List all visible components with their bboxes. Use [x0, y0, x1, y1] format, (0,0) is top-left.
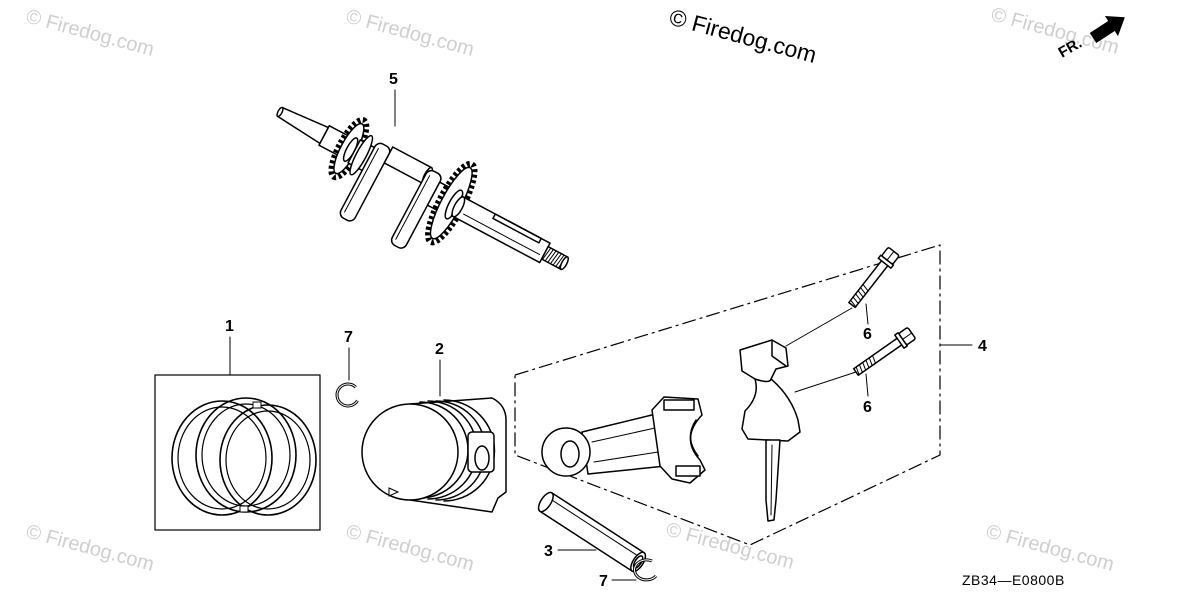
watermark: © Firedog.com [24, 521, 157, 576]
pin-bore [474, 445, 490, 471]
piston-ring [171, 400, 273, 516]
rod-small-end-bore [560, 440, 580, 468]
ring-gap [252, 401, 262, 409]
assembly-guide-line [794, 371, 857, 393]
callout-5: 5 [389, 71, 398, 127]
callout-number: 7 [599, 573, 608, 590]
rod-bolt-boss [675, 465, 701, 477]
oil-dipper [765, 439, 781, 522]
copyright-label: © Firedog.com [667, 4, 820, 68]
callout-number: 6 [863, 326, 872, 343]
callout-number: 7 [344, 329, 353, 346]
piston-crown [361, 403, 459, 501]
keyway [492, 213, 542, 244]
connecting-rod-assembly-frame [514, 244, 941, 546]
ring-set-frame [154, 374, 321, 531]
callout-number: 6 [863, 399, 872, 416]
piston-pin-clip [633, 558, 658, 582]
piston-pin-clip [335, 382, 359, 408]
assembly-guide-line [785, 307, 853, 347]
ring-gap [239, 505, 249, 513]
crankshaft [276, 106, 570, 271]
callout-number: 3 [544, 543, 553, 560]
diagram-code: ZB34—E0800B [962, 572, 1065, 588]
callout-number: 2 [435, 341, 444, 358]
callout-number: 4 [978, 338, 987, 355]
connecting-rod-cap [739, 339, 801, 522]
callout-1: 1 [225, 318, 234, 376]
rod-bolt [852, 327, 916, 377]
callout-7-upper: 7 [344, 329, 353, 381]
piston-ring-set [154, 374, 321, 531]
callout-7-lower: 7 [599, 573, 637, 590]
rod-bolt [848, 247, 900, 309]
piston-pin [537, 491, 647, 573]
counterweight [339, 142, 391, 222]
callout-number: 5 [389, 71, 398, 88]
watermark: © Firedog.com [344, 6, 477, 61]
watermark: © Firedog.com [24, 6, 157, 61]
callout-6-lower: 6 [863, 373, 872, 416]
callout-6-upper: 6 [863, 303, 872, 343]
rod-bolt-boss [663, 399, 695, 411]
counterweight [390, 169, 442, 249]
callout-4: 4 [939, 338, 987, 355]
watermark: © Firedog.com [664, 519, 797, 574]
callout-3: 3 [544, 543, 597, 560]
connecting-rod [541, 396, 706, 484]
callout-2: 2 [435, 341, 444, 397]
direction-mark-icon [388, 487, 400, 497]
callout-number: 1 [225, 318, 234, 335]
piston [361, 397, 507, 513]
bearing-collar [349, 134, 374, 176]
watermark: © Firedog.com [984, 521, 1117, 576]
piston-ring [219, 404, 317, 516]
watermark: © Firedog.com [344, 521, 477, 576]
front-arrow-icon [1089, 15, 1125, 44]
